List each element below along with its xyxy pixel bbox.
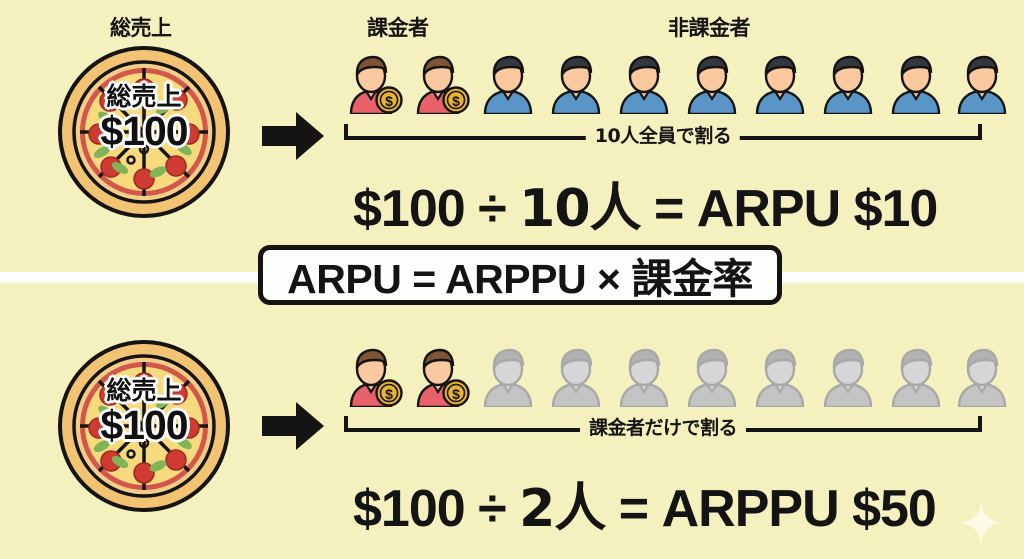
svg-text:$: $ bbox=[385, 93, 393, 109]
svg-text:$: $ bbox=[452, 386, 460, 402]
key-formula-times: × bbox=[597, 256, 621, 302]
person-grayed-3 bbox=[617, 345, 675, 407]
pizza-icon bbox=[58, 340, 230, 512]
svg-text:$: $ bbox=[385, 386, 393, 402]
formula-top-equals: = bbox=[653, 180, 684, 238]
person-grayed-2 bbox=[549, 345, 607, 407]
formula-top-metric: ARPU bbox=[696, 180, 841, 238]
person-grayed-8 bbox=[955, 345, 1013, 407]
person-payer-1-bottom: $ bbox=[345, 345, 403, 407]
person-payer-1: $ bbox=[345, 52, 403, 114]
person-grayed-4 bbox=[685, 345, 743, 407]
person-grayed-7 bbox=[889, 345, 947, 407]
group-label-nonpayers: 非課金者 bbox=[668, 16, 751, 40]
person-nonpayer-3 bbox=[617, 52, 675, 114]
formula-bottom-result: $50 bbox=[852, 480, 937, 538]
person-nonpayer-8 bbox=[955, 52, 1013, 114]
person-nonpayer-1 bbox=[481, 52, 539, 114]
person-nonpayer-7 bbox=[889, 52, 947, 114]
person-payer-2-bottom: $ bbox=[412, 345, 470, 407]
bracket-label-all-users: 10人全員で割る bbox=[585, 121, 741, 148]
bracket-label-payers-only: 課金者だけで割る bbox=[579, 413, 747, 440]
sparkle-star-icon bbox=[960, 500, 1002, 551]
person-nonpayer-4 bbox=[685, 52, 743, 114]
total-revenue-caption: 総売上 bbox=[110, 16, 172, 40]
key-formula-right: ARPPU bbox=[445, 256, 587, 302]
bracket-all-users: 10人全員で割る bbox=[344, 121, 982, 148]
key-formula-rate: 課金率 bbox=[631, 255, 753, 303]
formula-top-operator: ÷ bbox=[478, 180, 507, 238]
person-grayed-6 bbox=[821, 345, 879, 407]
formula-bottom-equals: = bbox=[618, 480, 649, 538]
key-formula-left: ARPU bbox=[287, 256, 402, 302]
svg-text:$: $ bbox=[452, 93, 460, 109]
key-formula-text: ARPU = ARPPU × 課金率 bbox=[287, 245, 753, 305]
formula-arpu-top: $100 ÷ 10人 = ARPU $10 bbox=[353, 166, 939, 241]
group-label-payers: 課金者 bbox=[367, 16, 429, 40]
person-nonpayer-5 bbox=[753, 52, 811, 114]
key-formula-equals: = bbox=[412, 256, 436, 302]
key-formula-box: ARPU = ARPPU × 課金率 bbox=[258, 245, 782, 305]
right-arrow-icon-bottom bbox=[262, 400, 324, 452]
formula-bottom-operator: ÷ bbox=[478, 480, 507, 538]
person-grayed-5 bbox=[753, 345, 811, 407]
person-nonpayer-2 bbox=[549, 52, 607, 114]
formula-bottom-metric: ARPPU bbox=[661, 480, 840, 538]
person-grayed-1 bbox=[481, 345, 539, 407]
bracket-payers-only: 課金者だけで割る bbox=[344, 413, 982, 440]
formula-top-result: $10 bbox=[853, 180, 939, 238]
formula-bottom-divisor: 2人 bbox=[519, 479, 606, 539]
formula-arppu-bottom: $100 ÷ 2人 = ARPPU $50 bbox=[353, 466, 937, 541]
pizza-icon bbox=[58, 46, 230, 218]
person-nonpayer-6 bbox=[821, 52, 879, 114]
formula-top-amount: $100 bbox=[353, 180, 466, 238]
pizza-chart-top: 総売上 $100 bbox=[58, 46, 230, 218]
pizza-chart-bottom: 総売上 $100 bbox=[58, 340, 230, 512]
formula-top-divisor: 10人 bbox=[519, 179, 641, 239]
person-payer-2: $ bbox=[412, 52, 470, 114]
right-arrow-icon-top bbox=[262, 110, 324, 162]
formula-bottom-amount: $100 bbox=[353, 480, 466, 538]
